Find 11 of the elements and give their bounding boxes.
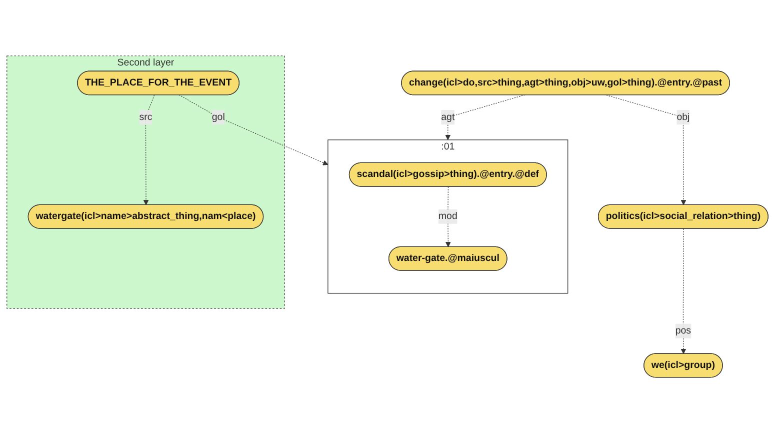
edge-label: gol [212,112,225,123]
arrow [606,95,686,206]
edge-label: obj [676,112,690,123]
edge-label: agt [441,112,455,123]
arrow [178,94,328,166]
arrow [445,186,451,248]
edge-label: src [139,112,152,123]
edge-label: pos [675,326,692,336]
edge-label: mod [438,212,458,222]
arrow [143,95,155,206]
arrow [680,228,686,354]
